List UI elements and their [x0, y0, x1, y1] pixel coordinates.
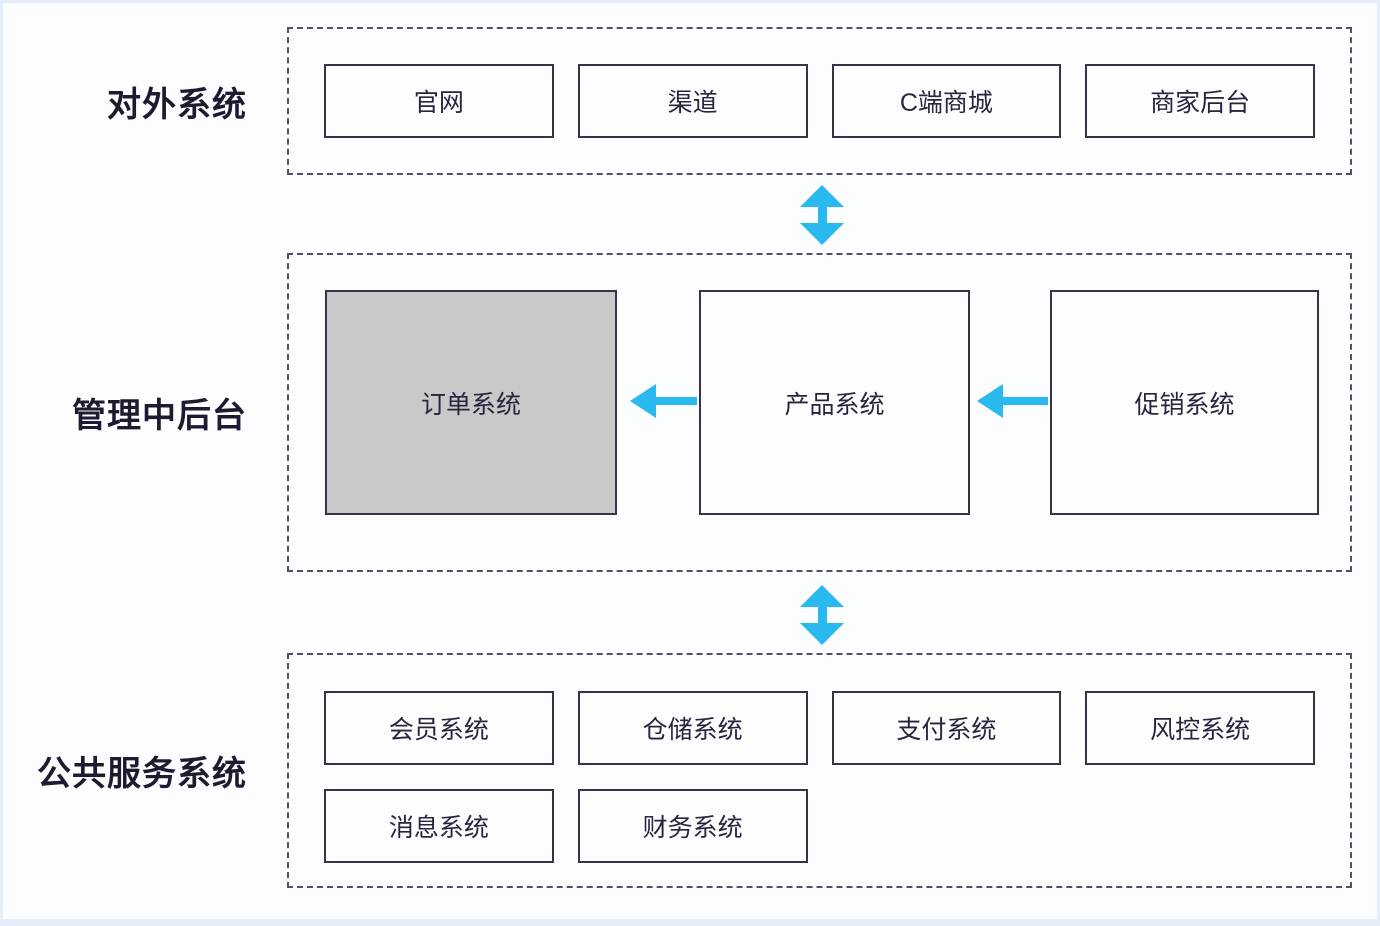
arrow-head-up	[800, 585, 844, 607]
node-promotion-system: 促销系统	[1050, 290, 1319, 515]
node-warehouse-system: 仓储系统	[577, 691, 808, 765]
node-risk-control-system: 风控系统	[1085, 691, 1315, 765]
arrow-head-up	[800, 185, 844, 207]
node-c-mall: C端商城	[831, 64, 1062, 138]
node-message-system: 消息系统	[324, 789, 554, 863]
node-product-system: 产品系统	[699, 290, 970, 515]
section-label-public-services: 公共服务系统	[37, 755, 247, 793]
bottom-edge-strip	[0, 919, 1380, 926]
node-official-website: 官网	[324, 64, 554, 138]
arrow-head-left	[977, 384, 1003, 418]
external-systems-group: 官网 渠道 C端商城 商家后台	[287, 27, 1352, 175]
arrow-promotion-to-product-icon	[977, 384, 1048, 418]
node-channel: 渠道	[577, 64, 808, 138]
arrow-shaft	[817, 207, 827, 223]
bidirectional-arrow-external-admin-icon	[800, 185, 844, 245]
arrow-shaft	[817, 607, 827, 623]
node-member-system: 会员系统	[324, 691, 554, 765]
arrow-head-down	[800, 623, 844, 645]
node-merchant-backend: 商家后台	[1085, 64, 1315, 138]
admin-backend-group: 订单系统 产品系统 促销系统	[287, 253, 1352, 572]
node-payment-system: 支付系统	[831, 691, 1062, 765]
section-label-admin-backend: 管理中后台	[72, 397, 247, 435]
section-label-external-systems: 对外系统	[107, 85, 247, 124]
arrow-head-left	[630, 384, 656, 418]
arrow-shaft	[656, 397, 697, 405]
node-finance-system: 财务系统	[577, 789, 808, 863]
arrow-head-down	[800, 223, 844, 245]
node-order-system: 订单系统	[325, 290, 617, 515]
public-services-group: 会员系统 仓储系统 支付系统 风控系统 消息系统 财务系统	[287, 653, 1352, 888]
bidirectional-arrow-admin-public-icon	[800, 585, 844, 645]
arrow-shaft	[1003, 397, 1048, 405]
arrow-product-to-order-icon	[630, 384, 697, 418]
